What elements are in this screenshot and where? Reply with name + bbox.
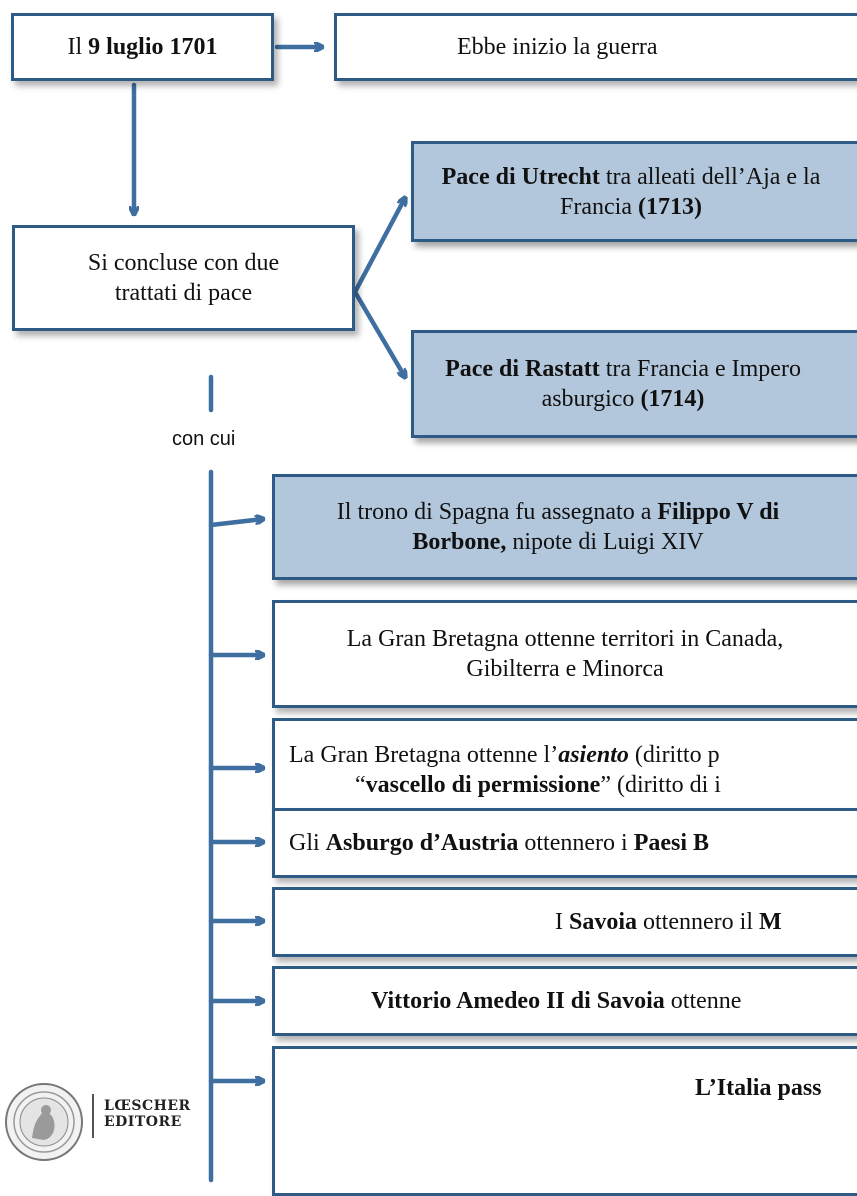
utrecht-text: tra alleati dell’Aja e la Francia [560,163,821,220]
asiento-box: La Gran Bretagna ottenne l’asiento (diri… [272,718,857,822]
asiento-term: asiento [558,742,629,768]
savoia-text-2: ottennero il [637,909,759,935]
austria-box: Gli Asburgo d’Austria ottennero i Paesi … [272,808,857,878]
asiento-text-1: La Gran Bretagna ottenne l’ [289,742,559,768]
vittorio-bold: Vittorio Amedeo II di Savoia [371,988,665,1014]
savoia-box: I Savoia ottennero il M [272,887,857,957]
italia-bold: L’Italia pass [695,1075,822,1101]
publisher-line-1: LŒSCHER [104,1098,191,1114]
savoia-text-1: I [555,909,569,935]
conclusion-text: Si concluse con due trattati di pace [87,250,280,306]
austria-text-2: ottennero i [518,830,634,856]
rastatt-bold: Pace di Rastatt [445,356,600,382]
utrecht-bold: Pace di Utrecht [441,163,600,190]
asiento-vascello: vascello di permissione [365,772,601,798]
asiento-quote-close: ” [600,772,611,798]
date-prefix: Il [67,34,89,60]
britain-territories-box: La Gran Bretagna ottenne territori in Ca… [272,600,857,708]
austria-bold-2: Paesi B [633,830,710,856]
arrow-to-spain [208,519,263,528]
spain-text-2: nipote di Luigi XIV [506,529,704,555]
arrow-to-rastatt [352,289,405,377]
asiento-quote-open: “ [355,772,366,798]
arrow-to-utrecht [352,198,405,295]
savoia-bold-2: M [758,909,782,935]
spain-text-1: Il trono di Spagna fu assegnato a [336,499,658,525]
logo-divider [92,1094,94,1138]
utrecht-box: Pace di Utrecht tra alleati dell’Aja e l… [411,141,857,242]
publisher-name: LŒSCHER EDITORE [104,1098,191,1130]
britain-territories-text: La Gran Bretagna ottenne territori in Ca… [346,626,784,682]
vittorio-text: ottenne [664,988,742,1014]
publisher-seal-icon [5,1083,83,1161]
spain-box: Il trono di Spagna fu assegnato a Filipp… [272,474,857,580]
rastatt-text: tra Francia e Impero asburgico [541,356,801,412]
spain-bold: Filippo V di Borbone, [412,499,780,555]
publisher-line-2: EDITORE [104,1114,182,1131]
austria-bold-1: Asburgo d’Austria [325,830,519,856]
date-box: Il 9 luglio 1701 [11,13,274,81]
war-start-box: Ebbe inizio la guerra [334,13,857,81]
rastatt-box: Pace di Rastatt tra Francia e Impero asb… [411,330,857,438]
rastatt-year: (1714) [640,386,705,412]
italia-box: L’Italia pass [272,1046,857,1196]
war-start-text: Ebbe inizio la guerra [457,34,658,60]
date-bold: 9 luglio 1701 [88,34,218,60]
austria-text-1: Gli [289,830,326,856]
utrecht-year: (1713) [637,193,702,220]
connector-label: con cui [172,428,236,450]
savoia-bold-1: Savoia [569,909,638,935]
conclusion-box: Si concluse con due trattati di pace [12,225,355,331]
asiento-text-2: (diritto p [628,742,720,768]
vittorio-box: Vittorio Amedeo II di Savoia ottenne [272,966,857,1036]
asiento-text-3: (diritto di i [610,772,721,798]
